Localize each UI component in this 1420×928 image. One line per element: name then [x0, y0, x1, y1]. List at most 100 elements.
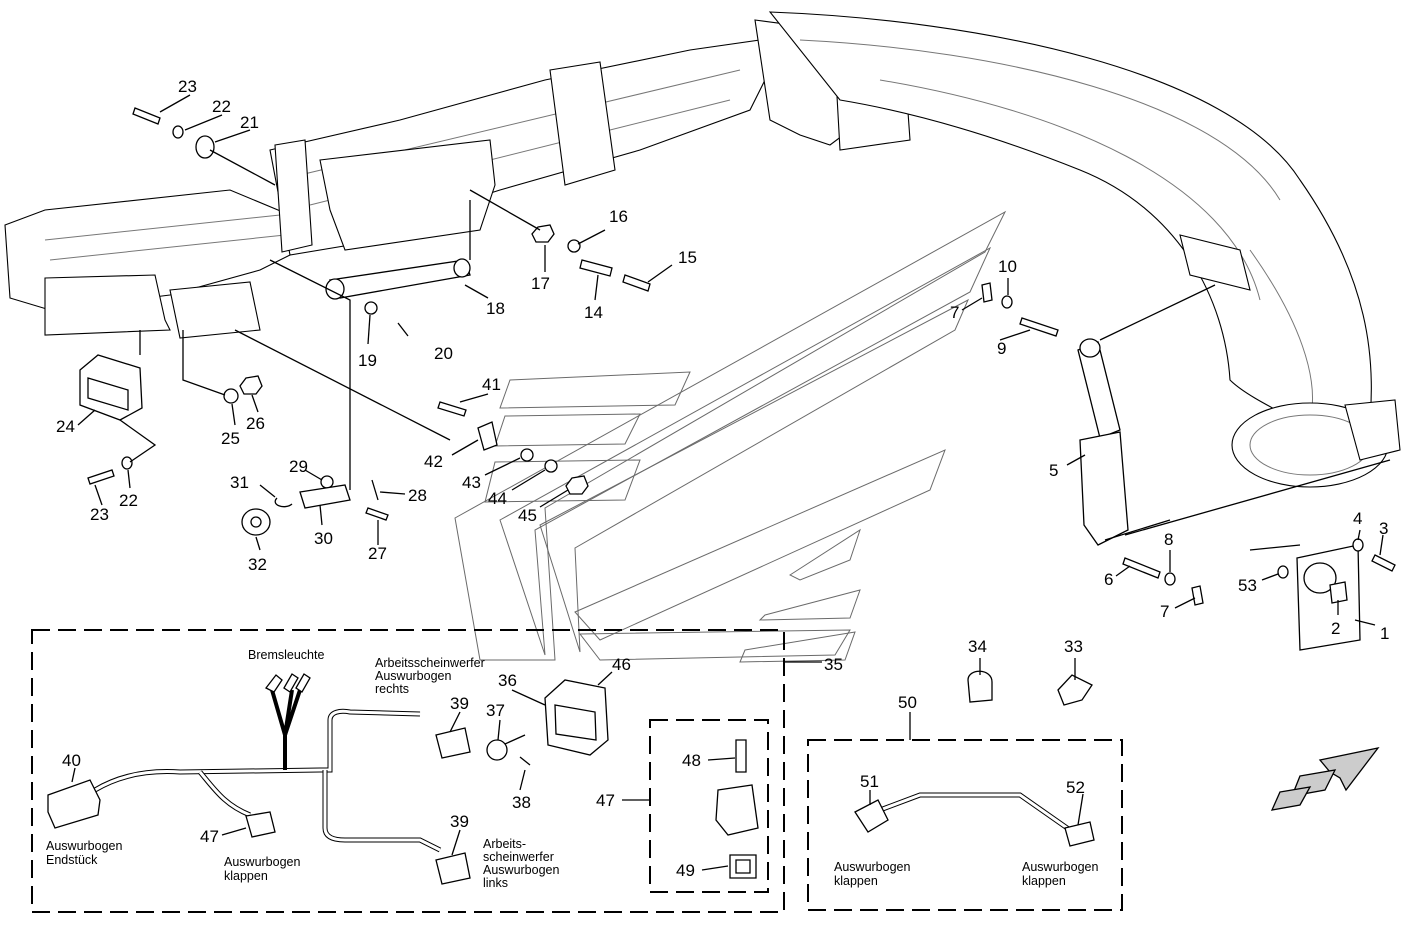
callout-number: 51 [860, 772, 879, 791]
callouts: 1 2 3 4 5 6 7 7 8 9 10 14 15 16 17 18 19… [56, 77, 1389, 880]
callout-number: 21 [240, 113, 259, 132]
callout-number: 30 [314, 529, 333, 548]
ring-terminal-icon [265, 674, 283, 693]
valve-connector-icon [715, 784, 759, 836]
label-endstueck: Auswurbogen Endstück [46, 839, 126, 867]
direction-arrow-icon [1318, 747, 1380, 792]
callout-number: 18 [486, 299, 505, 318]
clamp-icon [1057, 674, 1093, 706]
callout-number: 44 [488, 489, 507, 508]
callout-number: 49 [676, 861, 695, 880]
wiring-harness [47, 658, 1095, 885]
callout-number: 15 [678, 248, 697, 267]
connector-47-icon [245, 811, 276, 838]
callout-number: 7 [1160, 602, 1169, 621]
oring-icon [1277, 565, 1289, 579]
screw-icon [622, 274, 651, 292]
parts [79, 107, 1396, 811]
callout-number: 34 [968, 637, 987, 656]
washer-icon [223, 388, 239, 404]
screw-icon [132, 107, 161, 125]
oring-icon [195, 135, 215, 159]
group-box-47 [649, 719, 769, 893]
pin-icon [397, 322, 409, 337]
callout-number: 16 [609, 207, 628, 226]
callout-number: 7 [950, 303, 959, 322]
bolt-icon [1019, 317, 1059, 337]
callout-number: 47 [596, 791, 615, 810]
washer-icon [544, 459, 558, 473]
watermark-logo [454, 210, 1007, 663]
pin-icon [1191, 585, 1204, 606]
callout-number: 33 [1064, 637, 1083, 656]
group-box-50 [807, 739, 1123, 911]
callout-number: 2 [1331, 619, 1340, 638]
harness-labels: Bremsleuchte Arbeitsscheinwerfer Auswurb… [46, 648, 1098, 890]
callout-number: 46 [612, 655, 631, 674]
callout-number: 40 [62, 751, 81, 770]
callout-number: 27 [368, 544, 387, 563]
plug-51-icon [854, 799, 889, 833]
machine-frame [4, 11, 1401, 488]
label-bremsleuchte: Bremsleuchte [248, 648, 324, 662]
callout-number: 42 [424, 452, 443, 471]
callout-number: 25 [221, 429, 240, 448]
callout-number: 19 [358, 351, 377, 370]
callout-number: 43 [462, 473, 481, 492]
callout-number: 8 [1164, 530, 1173, 549]
callout-number: 6 [1104, 570, 1113, 589]
callout-number: 24 [56, 417, 75, 436]
dashed-groups [31, 629, 1123, 913]
label-klappen-harness: Auswurbogen klappen [224, 855, 304, 883]
callout-number: 1 [1380, 624, 1389, 643]
callout-number: 39 [450, 812, 469, 831]
callout-number: 47 [200, 827, 219, 846]
screw-icon [735, 739, 747, 773]
washer-icon [320, 475, 334, 489]
callout-number: 14 [584, 303, 603, 322]
callout-number: 23 [178, 77, 197, 96]
bolt-icon [1122, 557, 1161, 579]
label-aw-links: Arbeits- scheinwerfer Auswurbogen links [483, 837, 563, 890]
callout-number: 4 [1353, 509, 1362, 528]
callout-number: 22 [119, 491, 138, 510]
connector-40-icon [47, 779, 101, 829]
callout-number: 10 [998, 257, 1017, 276]
plug-52-icon [1064, 821, 1095, 847]
callout-number: 31 [230, 473, 249, 492]
screw-icon [1371, 554, 1396, 572]
callout-number: 17 [531, 274, 550, 293]
cylinder-icon [1077, 341, 1121, 439]
callout-number: 41 [482, 375, 501, 394]
connector-39-icon [435, 852, 471, 885]
callout-number: 5 [1049, 461, 1058, 480]
callout-number: 48 [682, 751, 701, 770]
callout-number: 36 [498, 671, 517, 690]
callout-number: 9 [997, 339, 1006, 358]
callout-number: 32 [248, 555, 267, 574]
nut-icon [565, 475, 589, 495]
harness-box-35 [31, 629, 785, 913]
callout-number: 28 [408, 486, 427, 505]
ring-terminal-icon [283, 673, 299, 693]
callout-number: 22 [212, 97, 231, 116]
sleeve-icon [299, 484, 351, 509]
callout-number: 29 [289, 457, 308, 476]
washer-icon [121, 456, 133, 470]
bushing-icon [1329, 581, 1348, 604]
washer-icon [1352, 538, 1364, 552]
clip-icon [519, 756, 531, 766]
bolt-icon [579, 259, 613, 277]
callout-number: 53 [1238, 576, 1257, 595]
callout-number: 52 [1066, 778, 1085, 797]
plate-icon [1296, 544, 1361, 651]
label-klappen-51: Auswurbogen klappen [834, 860, 914, 888]
nut-icon [239, 375, 263, 395]
washer-icon [1001, 295, 1013, 309]
callout-number: 20 [434, 344, 453, 363]
clamp-icon [967, 670, 993, 703]
washer-icon [172, 125, 184, 139]
washer-icon [567, 239, 581, 253]
bracket-icon [477, 421, 498, 451]
